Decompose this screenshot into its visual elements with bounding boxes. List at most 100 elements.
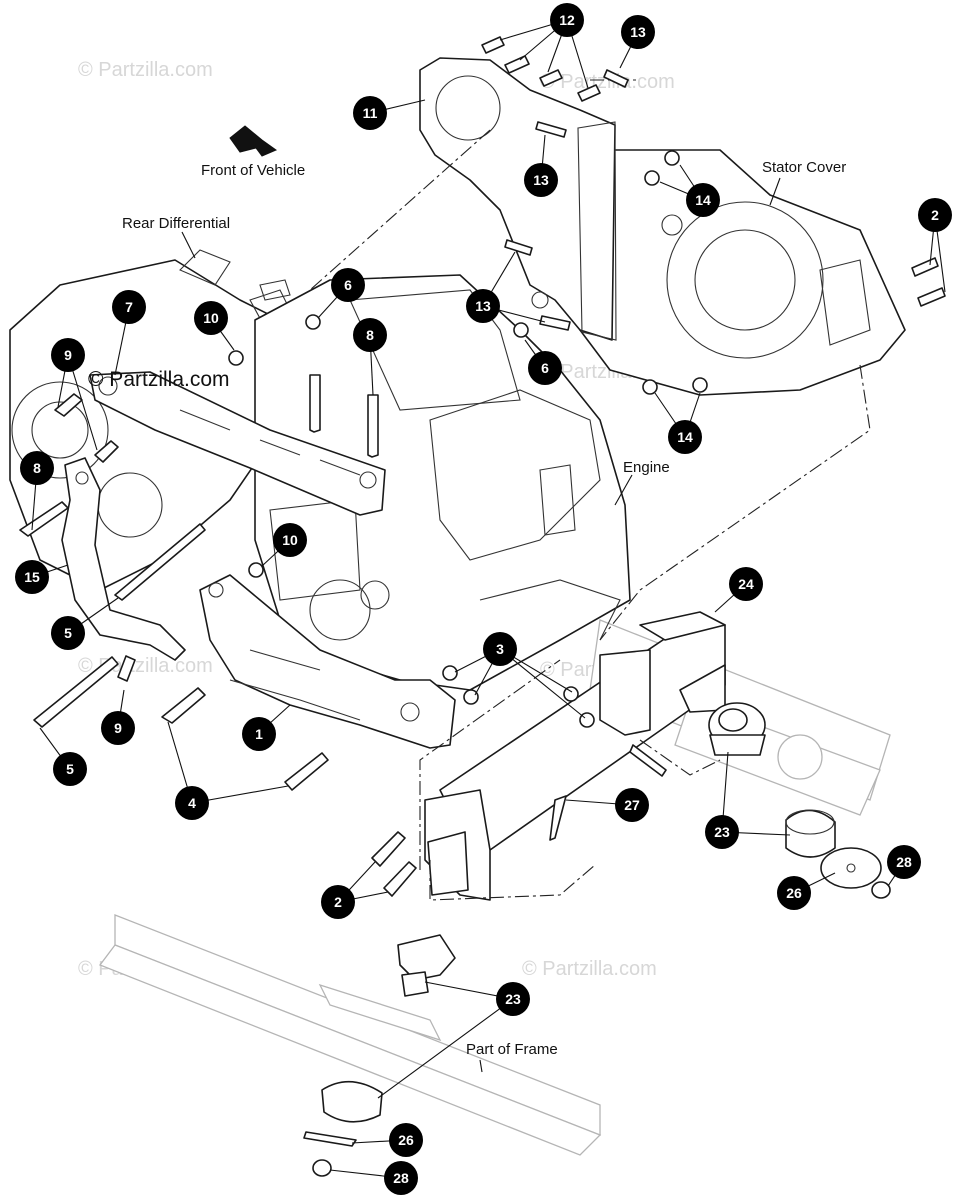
direction-arrow-icon — [229, 125, 278, 157]
nut-14 — [642, 379, 658, 395]
bolt-12 — [577, 84, 601, 102]
callout-2: 2 — [918, 198, 952, 232]
stator-cover-flange — [819, 259, 871, 346]
engine-mount-1 — [199, 574, 456, 749]
label-front-of-vehicle: Front of Vehicle — [201, 162, 305, 179]
mount-plate-11 — [419, 57, 617, 341]
callout-8: 8 — [20, 451, 54, 485]
engine-edge — [479, 579, 621, 641]
mount-plate — [419, 57, 616, 341]
differential-flange-inner — [31, 401, 89, 459]
bolt-2 — [371, 831, 406, 867]
bolt-8 — [309, 374, 321, 433]
nut-14 — [692, 377, 708, 393]
watermark: © Partzilla.com — [78, 59, 213, 81]
engine-filter — [539, 464, 576, 536]
crossmember-bracket-upper — [599, 649, 651, 736]
label-part-of-frame: Part of Frame — [466, 1041, 558, 1058]
callout-3: 3 — [483, 632, 517, 666]
callout-26: 26 — [777, 876, 811, 910]
watermark: © Partzilla.com — [522, 958, 657, 980]
callout-number: 28 — [896, 854, 912, 870]
callout-8: 8 — [353, 318, 387, 352]
nut-lower — [312, 1159, 332, 1177]
frame-mount-pad — [318, 983, 442, 1042]
callout-number: 1 — [255, 726, 263, 742]
washer-right-hole — [846, 863, 856, 873]
nut-10 — [228, 350, 244, 366]
callout-4: 4 — [175, 786, 209, 820]
callout-23: 23 — [496, 982, 530, 1016]
nut-right — [871, 881, 891, 899]
side-bracket-15 — [61, 457, 186, 661]
frame-rail-lower-face — [98, 944, 602, 1156]
part-labels: Front of Vehicle Rear Differential Stato… — [88, 159, 846, 1058]
bolt-27 — [629, 744, 667, 777]
callout-5: 5 — [51, 616, 85, 650]
alignment-line — [419, 659, 561, 870]
frame-hole — [777, 734, 823, 780]
callout-number: 7 — [125, 299, 133, 315]
side-bracket — [61, 457, 186, 661]
rubber-bushing-lower — [321, 1080, 383, 1123]
stator-cover-inner — [694, 229, 796, 331]
rubber-mount-lower-stud — [401, 971, 429, 997]
callout-number: 9 — [64, 347, 72, 363]
bolt-8 — [367, 394, 379, 458]
callout-number: 24 — [738, 576, 754, 592]
intake-manifold — [429, 389, 601, 561]
side-bracket-hole — [75, 471, 89, 485]
bolt-2 — [383, 861, 417, 897]
differential-flange — [11, 381, 109, 479]
differential-spline — [259, 279, 291, 301]
callout-number: 13 — [630, 24, 646, 40]
alignment-line — [639, 739, 721, 776]
nut-14 — [664, 150, 680, 166]
callout-14: 14 — [686, 183, 720, 217]
callout-24: 24 — [729, 567, 763, 601]
callout-number: 9 — [114, 720, 122, 736]
rubber-mount-upper-base — [709, 734, 766, 756]
bolt-13 — [603, 69, 629, 88]
callout-number: 10 — [203, 310, 219, 326]
nut-3 — [463, 689, 479, 705]
leader-line — [454, 648, 586, 719]
stator-cover-boss — [661, 214, 683, 236]
callout-13: 13 — [621, 15, 655, 49]
callout-9: 9 — [51, 338, 85, 372]
cross-bracket-ribs — [179, 409, 361, 476]
leader-line — [479, 1059, 483, 1073]
engine-head — [349, 289, 521, 411]
cross-bracket — [89, 371, 386, 516]
callout-number: 28 — [393, 1170, 409, 1186]
watermark-strong: © Partzilla.com — [88, 368, 230, 391]
nut-6 — [305, 314, 321, 330]
cross-bracket-hole — [98, 376, 118, 396]
callout-number: 15 — [24, 569, 40, 585]
mount-plate-hole — [435, 75, 501, 141]
crossmember-24 — [424, 611, 726, 901]
leader-lines — [31, 19, 946, 1179]
leader-line — [181, 231, 196, 259]
nut-3 — [442, 665, 458, 681]
leader-line — [769, 177, 781, 206]
callout-1: 1 — [242, 717, 276, 751]
washer-right — [820, 847, 882, 889]
callout-number: 12 — [559, 12, 575, 28]
vehicle-frame — [98, 619, 891, 1156]
callout-number: 2 — [931, 207, 939, 223]
callout-10: 10 — [194, 301, 228, 335]
label-rear-differential: Rear Differential — [122, 215, 230, 232]
bolt-12 — [504, 55, 530, 74]
callout-number: 6 — [344, 277, 352, 293]
alignment-line — [429, 860, 596, 901]
bolts — [19, 36, 946, 897]
callout-number: 13 — [475, 298, 491, 314]
leader-line — [614, 474, 633, 506]
engine-pulley — [309, 579, 371, 641]
bolt-4 — [284, 752, 329, 791]
washer-lower — [303, 1131, 357, 1147]
callout-number: 5 — [66, 761, 74, 777]
rubber-bushing-top — [785, 809, 835, 835]
bolt-13 — [535, 121, 567, 138]
